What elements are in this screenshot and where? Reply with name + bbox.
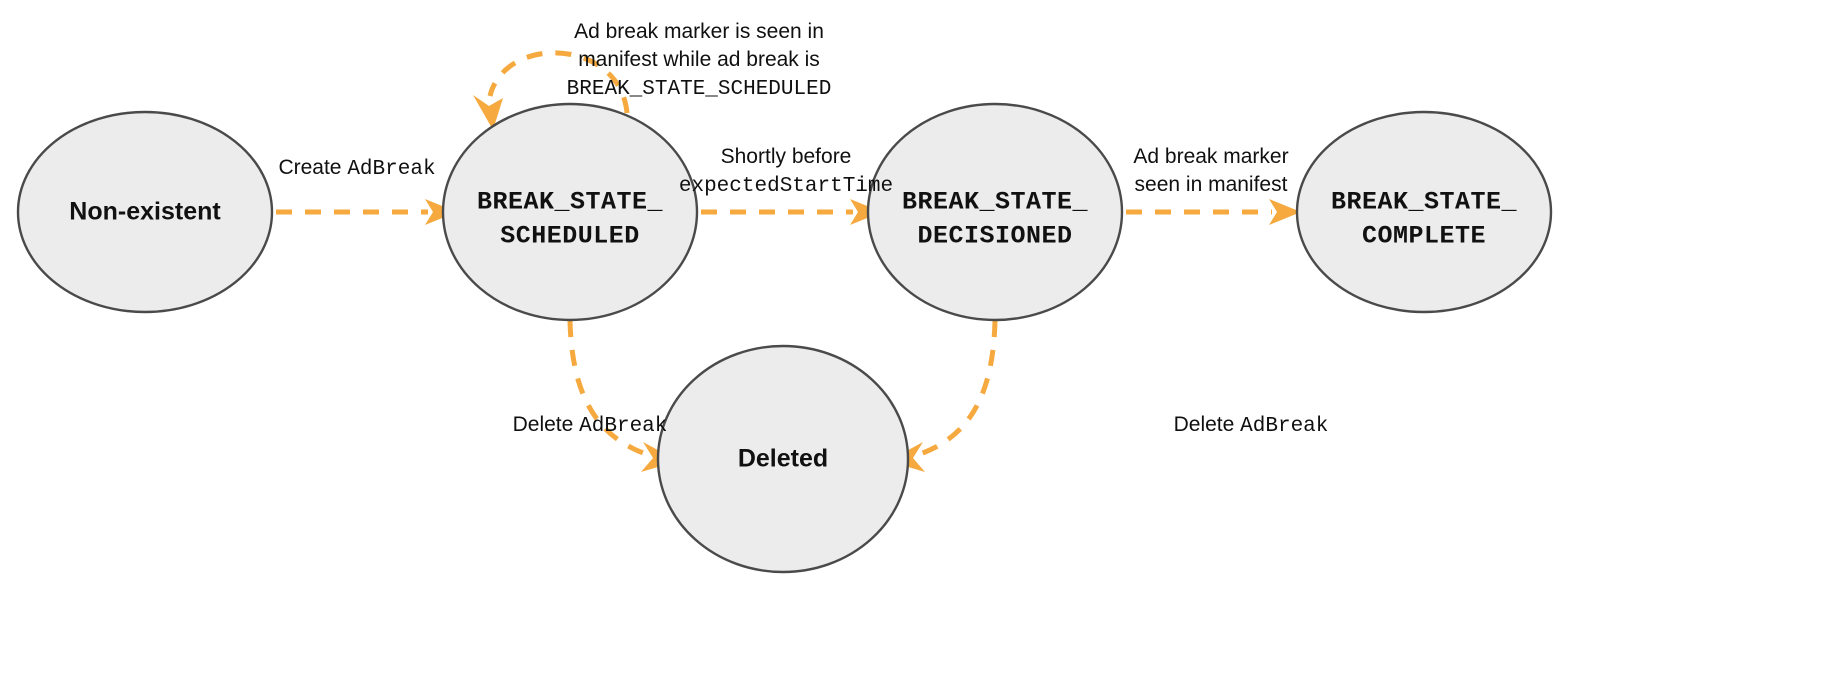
node-break-state-complete-label-line2: COMPLETE bbox=[1362, 222, 1486, 251]
node-break-state-decisioned-label-line1: BREAK_STATE_ bbox=[902, 188, 1089, 217]
node-deleted-label: Deleted bbox=[738, 445, 828, 473]
edge-scheduled-decisioned-arrowhead bbox=[850, 199, 882, 225]
edge-label-ad-break-marker-seen-in-manifest: Ad break marker seen in manifest bbox=[1133, 145, 1288, 196]
edge-shortly-before-expected-start-time[interactable] bbox=[701, 199, 882, 225]
edge-scheduled-deleted-line bbox=[567, 320, 653, 459]
node-break-state-scheduled-label-line2: SCHEDULED bbox=[500, 222, 640, 251]
edge-label-delete-right-mono: AdBreak bbox=[1240, 415, 1328, 438]
edge-label-delete-right-sans: Delete bbox=[1174, 413, 1241, 436]
node-non-existent-shape bbox=[16, 110, 274, 314]
edge-label-create-adbreak: Create AdBreak bbox=[278, 156, 435, 181]
edge-ad-break-marker-seen-in-manifest[interactable] bbox=[1126, 199, 1301, 225]
node-non-existent-label: Non-existent bbox=[69, 198, 221, 226]
edge-create-adbreak[interactable] bbox=[276, 199, 457, 225]
svg-text:Delete AdBreak: Delete AdBreak bbox=[1174, 413, 1329, 438]
node-break-state-complete-label-line1: BREAK_STATE_ bbox=[1331, 188, 1518, 217]
edge-label-delete-left-sans: Delete bbox=[513, 413, 580, 436]
edge-label-delete-left-mono: AdBreak bbox=[579, 415, 667, 438]
edge-create-adbreak-arrowhead bbox=[425, 199, 457, 225]
node-deleted[interactable]: Deleted bbox=[656, 344, 910, 574]
node-break-state-complete-shape bbox=[1295, 110, 1553, 314]
node-break-state-complete[interactable]: BREAK_STATE_ COMPLETE bbox=[1295, 110, 1553, 314]
edge-label-seen-in-manifest-while-scheduled: Ad break marker is seen in manifest whil… bbox=[567, 20, 832, 101]
edge-self-loop-arrowhead bbox=[473, 95, 503, 130]
edge-label-delete-adbreak-from-decisioned: Delete AdBreak bbox=[1174, 413, 1329, 438]
node-deleted-shape bbox=[656, 344, 910, 574]
edge-label-delete-adbreak-from-scheduled: Delete AdBreak bbox=[513, 413, 668, 438]
edge-label-shortly-before-line1: Shortly before bbox=[721, 145, 852, 168]
edge-label-shortly-before-expected-start-time: Shortly before expectedStartTime bbox=[679, 145, 893, 198]
svg-text:Delete AdBreak: Delete AdBreak bbox=[513, 413, 668, 438]
edge-label-marker-seen-line2: seen in manifest bbox=[1135, 173, 1288, 196]
node-break-state-decisioned[interactable]: BREAK_STATE_ DECISIONED bbox=[866, 102, 1124, 322]
edge-decisioned-deleted-line bbox=[913, 320, 998, 459]
edge-label-create-adbreak-sans: Create bbox=[278, 156, 347, 179]
svg-text:Create AdBreak: Create AdBreak bbox=[278, 156, 435, 181]
node-break-state-scheduled[interactable]: BREAK_STATE_ SCHEDULED bbox=[441, 102, 699, 322]
edge-label-self-loop-line1: Ad break marker is seen in bbox=[574, 20, 824, 43]
node-break-state-scheduled-shape bbox=[441, 102, 699, 322]
edge-label-self-loop-line2: manifest while ad break is bbox=[578, 48, 820, 71]
edge-label-shortly-before-line2: expectedStartTime bbox=[679, 175, 893, 198]
node-break-state-decisioned-shape bbox=[866, 102, 1124, 322]
edge-decisioned-complete-arrowhead bbox=[1269, 199, 1301, 225]
node-break-state-decisioned-label-line2: DECISIONED bbox=[917, 222, 1072, 251]
edge-label-self-loop-line3: BREAK_STATE_SCHEDULED bbox=[567, 78, 832, 101]
node-break-state-scheduled-label-line1: BREAK_STATE_ bbox=[477, 188, 664, 217]
node-non-existent[interactable]: Non-existent bbox=[16, 110, 274, 314]
edge-label-marker-seen-line1: Ad break marker bbox=[1133, 145, 1288, 168]
edge-label-create-adbreak-mono: AdBreak bbox=[347, 158, 435, 181]
edge-seen-in-manifest-while-scheduled[interactable] bbox=[473, 50, 630, 130]
edge-self-loop-line bbox=[487, 50, 630, 114]
